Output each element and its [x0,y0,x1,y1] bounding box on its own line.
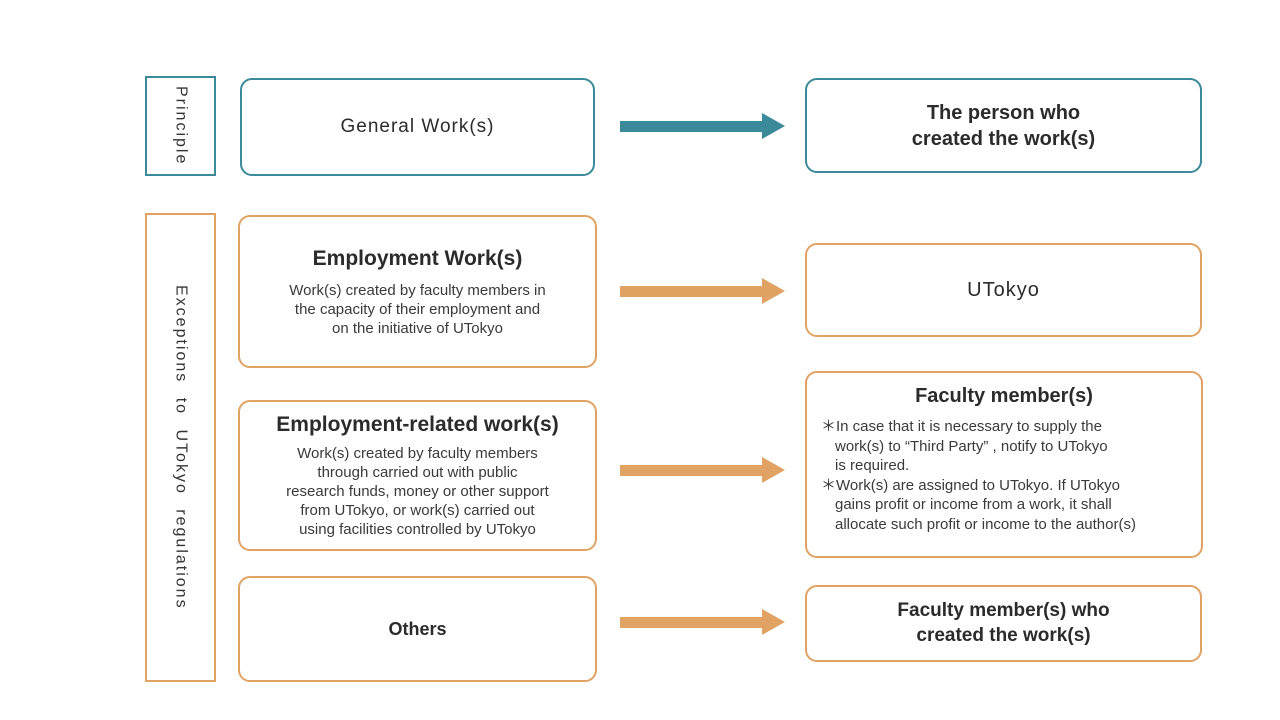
person-created-box: The person who created the work(s) [805,78,1202,173]
faculty-note: ＊Work(s) are assigned to UTokyo. If UTok… [821,476,1136,533]
utokyo-box: UTokyo [805,243,1202,337]
exceptions-label-box: Exceptions to UTokyo regulations [145,213,216,682]
arrow-shaft [620,285,762,297]
arrow-head [762,457,785,483]
arrow-shaft [620,616,762,628]
faculty-note: ＊In case that it is necessary to supply … [821,418,1108,474]
principle-label-box: Principle [145,76,216,176]
employment-works-box: Employment Work(s) Work(s) created by fa… [238,215,597,368]
others-box: Others [238,576,597,682]
faculty-members-box: Faculty member(s) ＊In case that it is ne… [805,371,1203,558]
arrow-general-to-person right-arrow-icon [620,113,785,139]
general-works-box: General Work(s) [240,78,595,176]
employment-related-body: Work(s) created by faculty members throu… [286,445,549,538]
person-created-title: The person who created the work(s) [911,101,1096,150]
arrow-head [762,609,785,635]
employment-works-body: Work(s) created by faculty members in th… [289,281,546,337]
employment-related-title: Employment-related work(s) [276,413,559,437]
arrow-related-to-faculty right-arrow-icon [620,457,785,483]
faculty-members-notes: ＊In case that it is necessary to supply … [807,417,1201,534]
exceptions-label: Exceptions to UTokyo regulations [172,285,190,610]
employment-works-title: Employment Work(s) [312,246,523,270]
arrow-shaft [620,464,762,476]
arrow-employment-to-utokyo right-arrow-icon [620,278,785,304]
employment-related-box: Employment-related work(s) Work(s) creat… [238,400,597,551]
principle-label: Principle [172,86,190,166]
faculty-who-created-title: Faculty member(s) who created the work(s… [897,599,1110,646]
arrow-shaft [620,120,762,132]
general-works-title: General Work(s) [340,116,495,137]
faculty-members-title: Faculty member(s) [915,385,1093,407]
arrow-head [762,113,785,139]
arrow-others-to-faculty-who right-arrow-icon [620,609,785,635]
faculty-who-created-box: Faculty member(s) who created the work(s… [805,585,1202,662]
others-title: Others [388,618,447,639]
arrow-head [762,278,785,304]
utokyo-title: UTokyo [967,278,1040,301]
